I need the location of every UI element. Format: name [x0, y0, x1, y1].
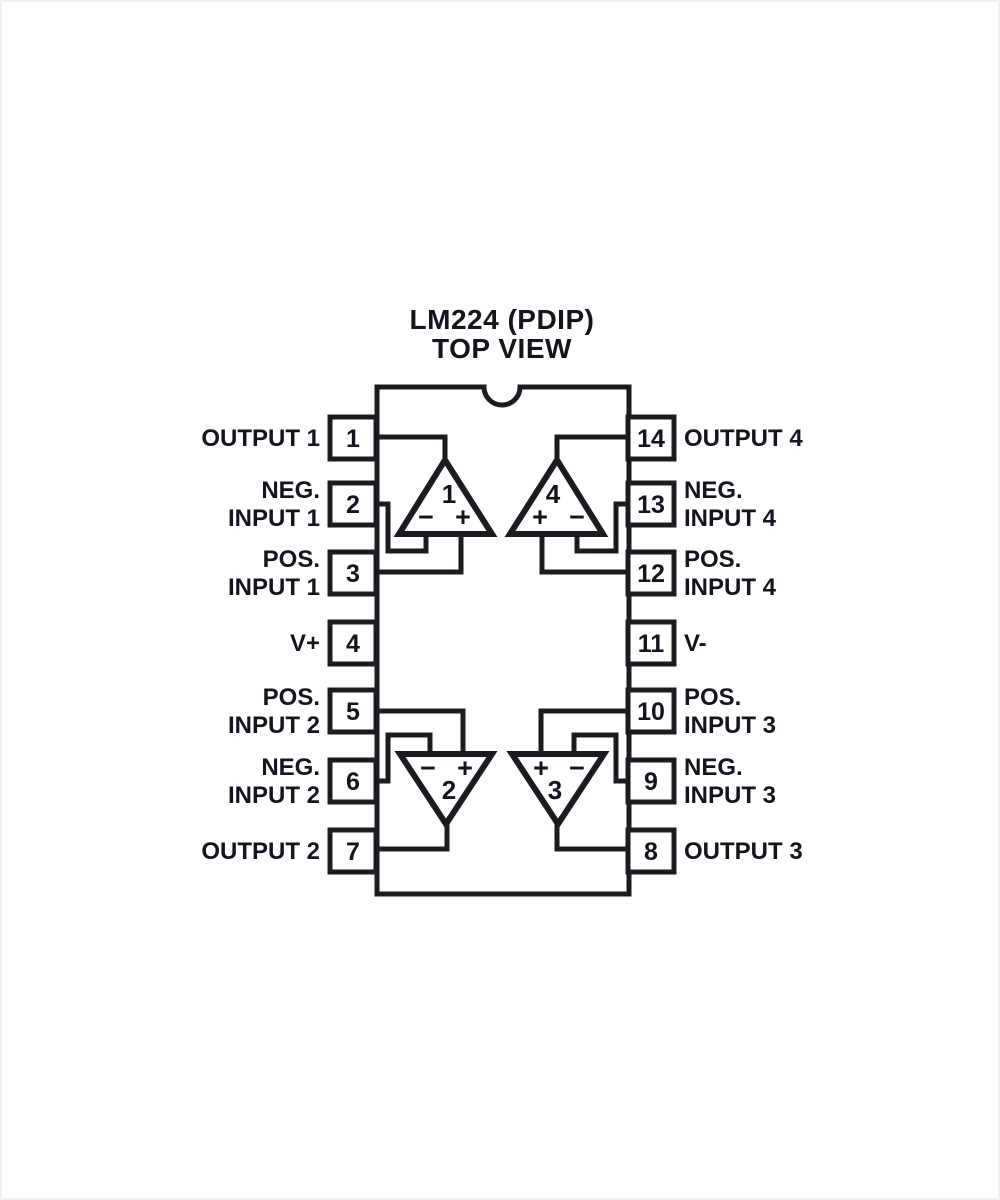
- pin-7-box: [327, 827, 379, 875]
- wire-pin13-amp4-neg: [574, 501, 632, 554]
- pin-8-box: [625, 827, 677, 875]
- pin-2-label-line1: NEG.: [261, 477, 320, 504]
- opamp-1-triangle-icon: [393, 454, 498, 537]
- wire-pin12-amp4-pos: [539, 532, 632, 575]
- pin-2-label-line2: INPUT 1: [228, 505, 320, 532]
- pin-6: 6 NEG. INPUT 2: [228, 754, 379, 809]
- pin-10-label-line1: POS.: [684, 684, 741, 711]
- wire-pin5-amp2-pos: [372, 708, 466, 756]
- pin-4: 4 V+: [290, 619, 379, 667]
- pin-8-number: 8: [644, 838, 658, 866]
- pin-14-box: [625, 414, 677, 462]
- pin-14: 14 OUTPUT 4: [625, 414, 803, 462]
- opamp-2-triangle-icon: [394, 751, 498, 830]
- opamp-4-triangle-icon: [504, 454, 609, 537]
- pin-9-label-line1: NEG.: [684, 754, 743, 781]
- pin-6-number: 6: [346, 768, 360, 796]
- pin-5-label-line1: POS.: [263, 684, 320, 711]
- pin-11-number: 11: [638, 630, 665, 658]
- pin-9-box: [625, 757, 677, 805]
- pin-12-number: 12: [637, 560, 665, 588]
- opamp-1-pos-sign: +: [455, 502, 471, 532]
- pin-8-label: OUTPUT 3: [684, 838, 803, 865]
- pin-5: 5 POS. INPUT 2: [228, 684, 379, 739]
- pin-2: 2 NEG. INPUT 1: [228, 477, 379, 532]
- pin-4-label: V+: [290, 630, 320, 657]
- wire-pin8-amp3-output: [554, 822, 632, 852]
- pin-10-label-line2: INPUT 3: [684, 712, 776, 739]
- wire-pin2-amp1-neg: [372, 501, 429, 554]
- opamp-4-neg-sign: −: [569, 502, 585, 532]
- pin-6-label-line2: INPUT 2: [228, 782, 320, 809]
- pin-14-label: OUTPUT 4: [684, 425, 803, 452]
- pin-11-box: [625, 619, 677, 667]
- pin-11: 11 V-: [625, 619, 707, 667]
- wire-pin1-amp1-output: [372, 434, 448, 462]
- pin-13-box: [625, 480, 677, 528]
- pin-11-label: V-: [684, 630, 707, 657]
- pin-7-label: OUTPUT 2: [201, 838, 320, 865]
- pin-1-label: OUTPUT 1: [201, 425, 320, 452]
- opamp-3-triangle-icon: [506, 751, 610, 830]
- opamp-2-neg-sign: −: [420, 753, 436, 783]
- pin-3-label-line1: POS.: [263, 546, 320, 573]
- pin-8: 8 OUTPUT 3: [625, 827, 803, 875]
- opamp-3-neg-sign: −: [569, 753, 585, 783]
- opamp-2-pos-sign: +: [457, 753, 473, 783]
- pin-4-number: 4: [346, 630, 360, 658]
- pin-9: 9 NEG. INPUT 3: [625, 754, 776, 809]
- pin-12-label-line2: INPUT 4: [684, 574, 777, 601]
- pin-7-number: 7: [346, 838, 360, 866]
- opamp-3: 3 + −: [506, 751, 610, 830]
- pin-13-label-line1: NEG.: [684, 477, 743, 504]
- pin-3-box: [327, 549, 379, 597]
- pin-12-box: [625, 549, 677, 597]
- wire-pin9-amp3-neg: [571, 732, 632, 784]
- pin-13-label-line2: INPUT 4: [684, 505, 777, 532]
- pin-1-box: [327, 414, 379, 462]
- opamp-2: 2 − +: [394, 751, 498, 830]
- wire-pin6-amp2-neg: [372, 732, 433, 784]
- opamp-4-number: 4: [546, 479, 561, 509]
- pin-6-label-line1: NEG.: [261, 754, 320, 781]
- opamp-3-pos-sign: +: [533, 753, 549, 783]
- pin-2-box: [327, 480, 379, 528]
- pin-12-label-line1: POS.: [684, 546, 741, 573]
- pin-10: 10 POS. INPUT 3: [625, 684, 776, 739]
- wire-pin14-amp4-output: [554, 434, 632, 462]
- pin-2-number: 2: [346, 491, 360, 519]
- pin-3: 3 POS. INPUT 1: [228, 546, 379, 601]
- pin-5-box: [327, 687, 379, 735]
- pin-4-box: [327, 619, 379, 667]
- opamp-4: 4 + −: [504, 454, 609, 537]
- opamp-1-neg-sign: −: [418, 502, 434, 532]
- pin-13: 13 NEG. INPUT 4: [625, 477, 777, 532]
- pin-1: 1 OUTPUT 1: [201, 414, 379, 462]
- pin-12: 12 POS. INPUT 4: [625, 546, 777, 601]
- wire-pin3-amp1-pos: [372, 532, 464, 575]
- pin-9-label-line2: INPUT 3: [684, 782, 776, 809]
- pin-10-box: [625, 687, 677, 735]
- wire-pin7-amp2-output: [372, 822, 450, 852]
- pin-3-label-line2: INPUT 1: [228, 574, 320, 601]
- opamp-2-number: 2: [442, 775, 456, 805]
- wire-pin10-amp3-pos: [538, 708, 632, 756]
- pin-7: 7 OUTPUT 2: [201, 827, 379, 875]
- pin-1-number: 1: [346, 425, 360, 453]
- pin-13-number: 13: [637, 491, 665, 519]
- view-subtitle: TOP VIEW: [432, 333, 572, 364]
- pin-14-number: 14: [637, 425, 665, 453]
- opamp-4-pos-sign: +: [532, 502, 548, 532]
- ic-body: [374, 384, 632, 897]
- pin-6-box: [327, 757, 379, 805]
- part-title: LM224 (PDIP): [410, 304, 595, 335]
- pin-10-number: 10: [637, 698, 665, 726]
- pin-3-number: 3: [346, 560, 360, 588]
- opamp-1-number: 1: [442, 479, 456, 509]
- opamp-3-number: 3: [548, 775, 562, 805]
- pin-9-number: 9: [644, 768, 658, 796]
- pin-5-label-line2: INPUT 2: [228, 712, 320, 739]
- opamp-1: 1 − +: [393, 454, 498, 537]
- pin-5-number: 5: [346, 698, 360, 726]
